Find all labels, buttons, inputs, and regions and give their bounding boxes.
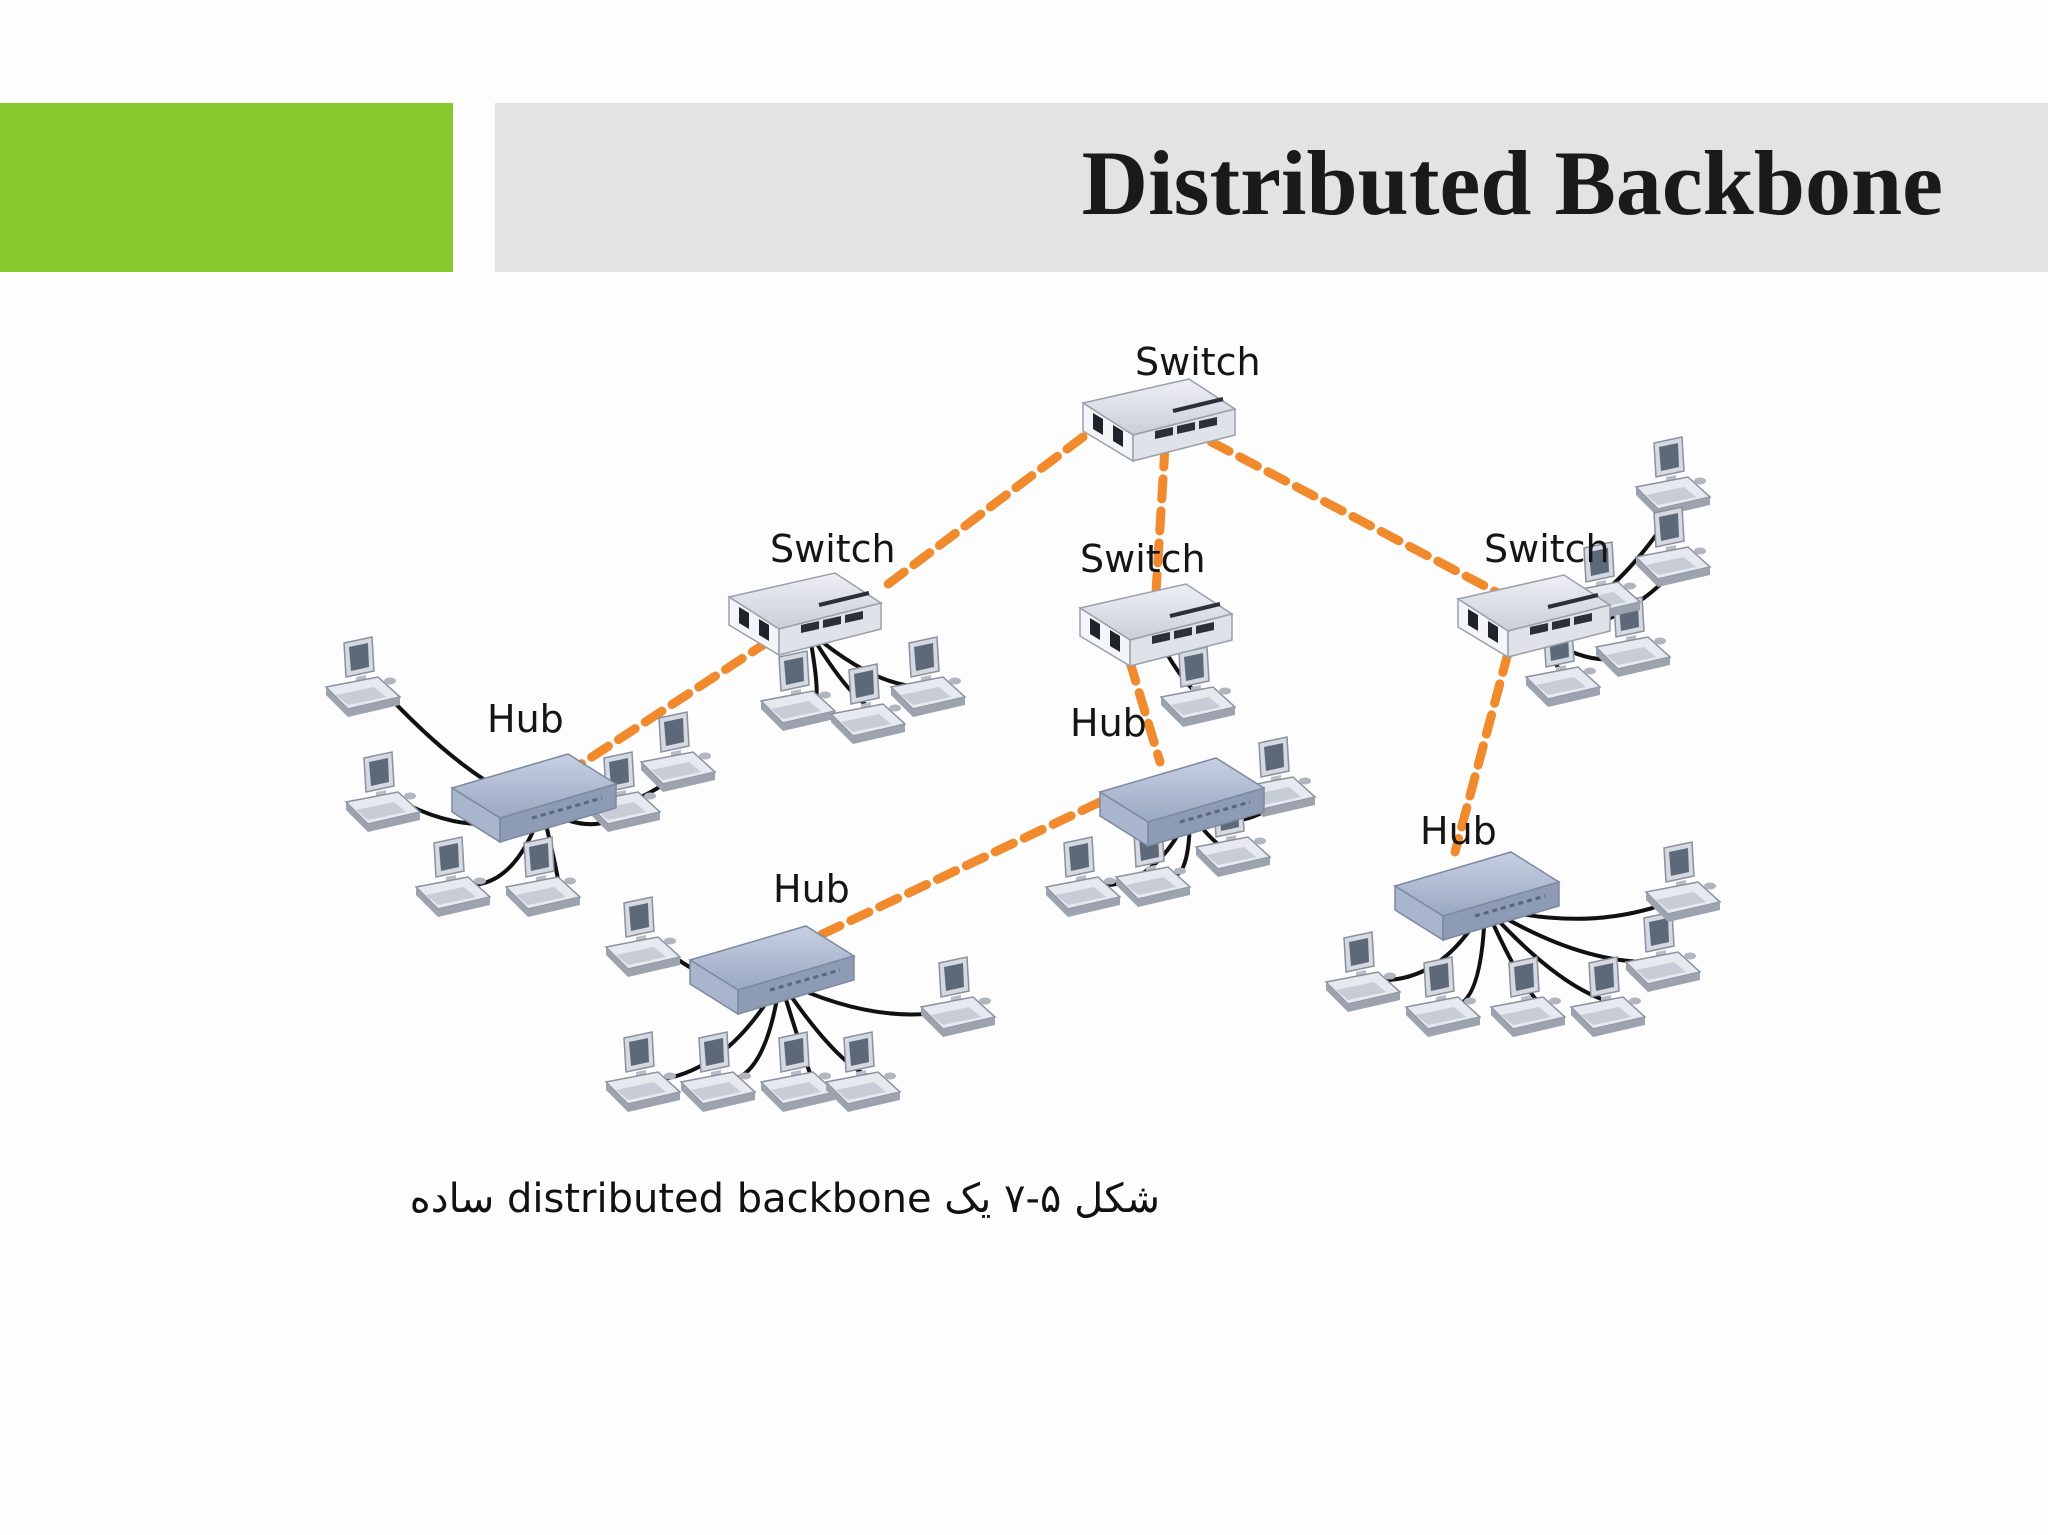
slide-title: Distributed Backbone: [1081, 132, 1943, 234]
desktop-computer-icon: [345, 751, 421, 833]
backbone-link: [1125, 657, 1165, 767]
network-hub-icon: [1098, 756, 1266, 848]
desktop-computer-icon: [760, 1031, 836, 1113]
devices: [325, 377, 1721, 1113]
backbone-links: [567, 422, 1513, 945]
figure-caption: شکل ۵-۷ یک distributed backbone ساده: [409, 1176, 1160, 1222]
desktop-computer-icon: [825, 1031, 901, 1113]
network-switch-icon: [727, 571, 883, 657]
network-switch-icon: [1081, 377, 1237, 463]
desktop-computer-icon: [605, 896, 681, 978]
accent-block: [0, 103, 453, 272]
desktop-computer-icon: [1325, 931, 1401, 1013]
hub-label: Hub: [487, 697, 564, 741]
backbone-link: [1151, 442, 1170, 597]
desktop-computer-icon: [325, 636, 401, 718]
backbone-link: [805, 797, 1105, 945]
backbone-link: [874, 432, 1088, 596]
hub-label: Hub: [773, 867, 850, 911]
network-hub-icon: [450, 752, 618, 844]
desktop-computer-icon: [1045, 836, 1121, 918]
desktop-computer-icon: [760, 650, 836, 732]
switch-label: Switch: [1080, 537, 1206, 581]
desktop-computer-icon: [920, 956, 996, 1038]
switch-label: Switch: [1135, 340, 1261, 384]
hub-label: Hub: [1070, 701, 1147, 745]
network-switch-icon: [1078, 582, 1234, 668]
desktop-computer-icon: [640, 711, 716, 793]
backbone-link: [1450, 648, 1513, 857]
desktop-computer-icon: [1635, 436, 1711, 518]
desktop-computer-icon: [1645, 841, 1721, 923]
switch-label: Switch: [770, 527, 896, 571]
title-bar: Distributed Backbone: [495, 103, 2048, 272]
backbone-link: [1178, 422, 1503, 598]
desktop-computer-icon: [890, 636, 966, 718]
desktop-computer-icon: [505, 836, 581, 918]
desktop-computer-icon: [830, 663, 906, 745]
desktop-computer-icon: [1625, 911, 1701, 993]
hub-label: Hub: [1420, 809, 1497, 853]
network-hub-icon: [1393, 850, 1561, 942]
desktop-computer-icon: [605, 1031, 681, 1113]
desktop-computer-icon: [415, 836, 491, 918]
backbone-link: [567, 636, 774, 775]
switch-label: Switch: [1484, 527, 1610, 571]
